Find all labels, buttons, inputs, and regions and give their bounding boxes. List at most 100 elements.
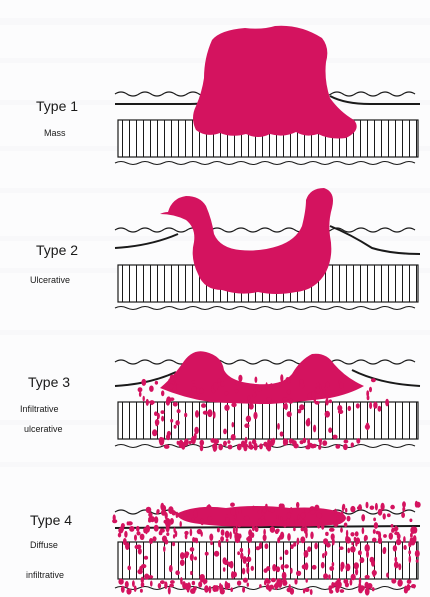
infiltration-dot bbox=[253, 412, 257, 420]
infiltration-dot bbox=[220, 381, 225, 387]
infiltration-dot bbox=[210, 541, 213, 545]
infiltration-dot bbox=[334, 509, 337, 514]
infiltration-dot bbox=[246, 416, 251, 423]
infiltration-dot bbox=[125, 542, 130, 550]
infiltration-dot bbox=[143, 396, 145, 402]
type-4-title: Type 4 bbox=[30, 512, 72, 528]
infiltration-dot bbox=[340, 589, 345, 593]
infiltration-dot bbox=[346, 537, 351, 544]
infiltration-dot bbox=[333, 521, 338, 527]
infiltration-dot bbox=[325, 532, 329, 536]
infiltration-dot bbox=[335, 586, 339, 593]
infiltration-dot bbox=[335, 444, 340, 449]
infiltration-dot bbox=[251, 566, 254, 571]
infiltration-dot bbox=[138, 387, 143, 392]
infiltration-dot bbox=[385, 399, 389, 407]
infiltration-dot bbox=[237, 551, 240, 555]
infiltration-dot bbox=[231, 403, 236, 408]
infiltration-dot bbox=[396, 539, 401, 545]
infiltration-dot bbox=[322, 553, 325, 558]
infiltration-dot bbox=[219, 583, 221, 591]
infiltration-dot bbox=[390, 505, 395, 510]
infiltration-dot bbox=[358, 583, 361, 590]
infiltration-dot bbox=[315, 401, 320, 405]
infiltration-dot bbox=[139, 392, 142, 397]
infiltration-dot bbox=[249, 403, 254, 410]
infiltration-dot bbox=[387, 513, 391, 517]
infiltration-dot bbox=[344, 523, 348, 528]
infiltration-dot bbox=[297, 538, 300, 545]
infiltration-dot bbox=[186, 510, 189, 516]
infiltration-dot bbox=[274, 583, 279, 589]
infiltration-dot bbox=[184, 413, 187, 418]
infiltration-dot bbox=[258, 510, 262, 514]
infiltration-dot bbox=[306, 579, 308, 583]
infiltration-dot bbox=[383, 534, 387, 538]
infiltration-dot bbox=[332, 538, 335, 545]
infiltration-dot bbox=[293, 527, 296, 531]
infiltration-dot bbox=[169, 565, 173, 572]
infiltration-dot bbox=[373, 518, 376, 522]
infiltration-dot bbox=[200, 388, 204, 394]
infiltration-dot bbox=[332, 435, 337, 440]
type-4-subtitle-line-1: Diffuse bbox=[30, 540, 58, 550]
infiltration-dot bbox=[163, 546, 166, 552]
infiltration-dot bbox=[252, 525, 255, 531]
type-3-subtitle-line-2: ulcerative bbox=[24, 424, 63, 434]
infiltration-dot bbox=[177, 409, 181, 413]
infiltration-dot bbox=[280, 504, 284, 510]
infiltration-dot bbox=[124, 531, 127, 538]
type-2-subtitle: Ulcerative bbox=[30, 275, 70, 285]
type-3-subtitle-line-1: Infiltrative bbox=[20, 404, 59, 414]
infiltration-dot bbox=[317, 523, 320, 529]
infiltration-dot bbox=[284, 403, 288, 410]
infiltration-dot bbox=[179, 444, 184, 448]
infiltration-dot bbox=[350, 546, 356, 552]
infiltration-dot bbox=[149, 538, 153, 544]
infiltration-dot bbox=[301, 519, 306, 527]
infiltration-dot bbox=[172, 542, 175, 546]
infiltration-dot bbox=[310, 589, 313, 595]
infiltration-dot bbox=[391, 578, 396, 583]
infiltration-dot bbox=[225, 531, 230, 539]
infiltration-dot bbox=[204, 585, 209, 593]
infiltration-dot bbox=[231, 434, 236, 440]
infiltration-dot bbox=[393, 545, 397, 551]
infiltration-dot bbox=[304, 588, 309, 592]
infiltration-dot bbox=[118, 533, 121, 538]
infiltration-dot bbox=[394, 557, 397, 563]
infiltration-dot bbox=[350, 532, 354, 536]
infiltration-dot bbox=[263, 534, 267, 541]
infiltration-dot bbox=[218, 540, 221, 548]
infiltration-dot bbox=[161, 505, 166, 512]
infiltration-dot bbox=[190, 547, 195, 552]
infiltration-dot bbox=[284, 564, 289, 568]
infiltration-dot bbox=[161, 416, 164, 422]
infiltration-dot bbox=[296, 502, 299, 508]
infiltration-dot bbox=[307, 546, 311, 552]
infiltration-dot bbox=[214, 551, 219, 557]
infiltration-dot bbox=[265, 504, 268, 509]
infiltration-dot bbox=[288, 399, 293, 404]
infiltration-dot bbox=[300, 536, 305, 543]
infiltration-dot bbox=[416, 559, 419, 563]
infiltration-dot bbox=[342, 505, 345, 511]
infiltration-dot bbox=[319, 385, 321, 390]
infiltration-dot bbox=[164, 581, 167, 589]
infiltration-dot bbox=[170, 397, 175, 401]
infiltration-dot bbox=[159, 531, 163, 535]
infiltration-dot bbox=[192, 537, 195, 542]
infiltration-dot bbox=[294, 519, 298, 525]
infiltration-dot bbox=[326, 393, 329, 400]
infiltration-dot bbox=[173, 534, 175, 538]
infiltration-dot bbox=[200, 444, 204, 451]
infiltration-dot bbox=[409, 519, 412, 523]
infiltration-dot bbox=[259, 542, 262, 549]
infiltration-dot bbox=[244, 516, 250, 521]
infiltration-dot bbox=[132, 580, 135, 587]
infiltration-dot bbox=[297, 514, 300, 520]
type-4-subtitle-line-2: infiltrative bbox=[26, 570, 64, 580]
infiltration-dot bbox=[173, 402, 178, 407]
infiltration-dot bbox=[155, 526, 158, 530]
